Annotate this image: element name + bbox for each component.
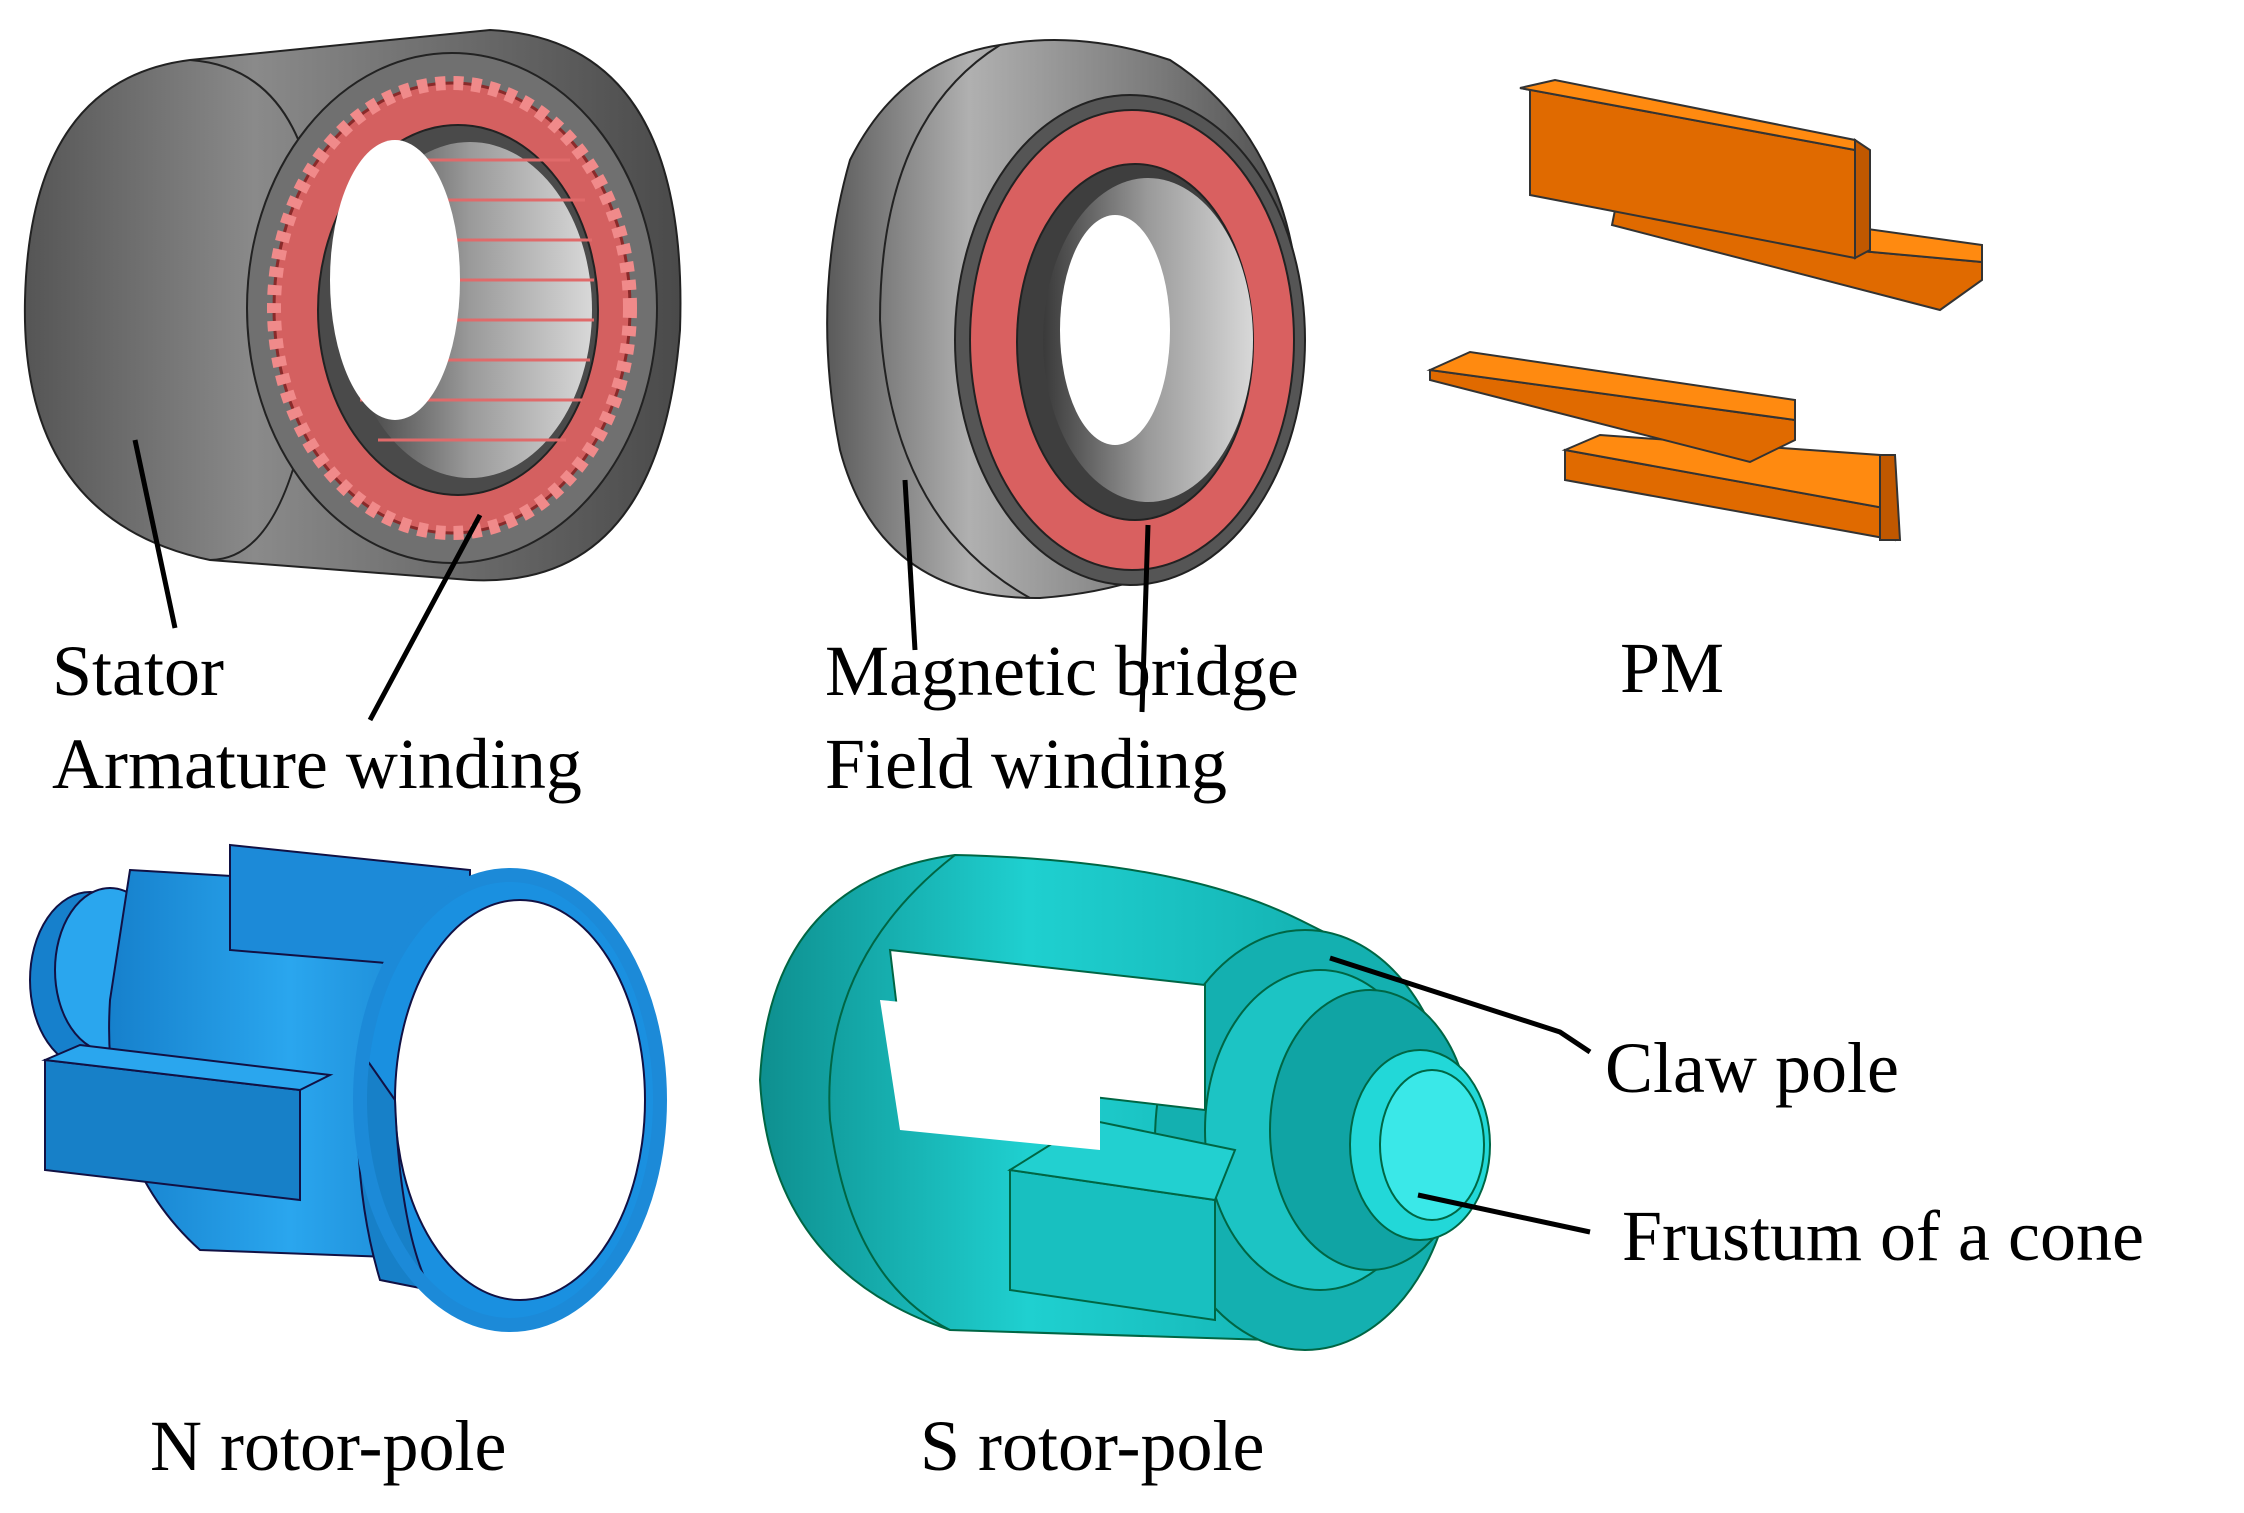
label-stator: Stator (52, 631, 224, 711)
label-s-rotor-pole: S rotor-pole (920, 1406, 1265, 1486)
leader-lines (132, 439, 1592, 1235)
leader-line-field-winding (1139, 524, 1151, 713)
leader-line-stator (132, 439, 178, 629)
label-n-rotor-pole: N rotor-pole (150, 1406, 507, 1486)
n-rotor-pole-part (29, 843, 667, 1332)
leader-line-claw-pole (1329, 955, 1592, 1055)
pm-part (1426, 78, 1983, 542)
stator-part (23, 28, 682, 582)
label-armature-winding: Armature winding (52, 724, 582, 804)
label-magnetic-bridge: Magnetic bridge (825, 631, 1299, 711)
magnetic-bridge-part (826, 39, 1306, 600)
leader-line-armature-winding (367, 513, 483, 722)
label-frustum: Frustum of a cone (1622, 1196, 2144, 1276)
label-pm: PM (1620, 628, 1725, 708)
s-rotor-pole-part (758, 853, 1491, 1351)
label-claw-pole: Claw pole (1605, 1028, 1899, 1108)
label-field-winding: Field winding (825, 724, 1228, 804)
leader-line-magnetic-bridge (902, 479, 918, 651)
leader-line-frustum (1417, 1192, 1591, 1235)
